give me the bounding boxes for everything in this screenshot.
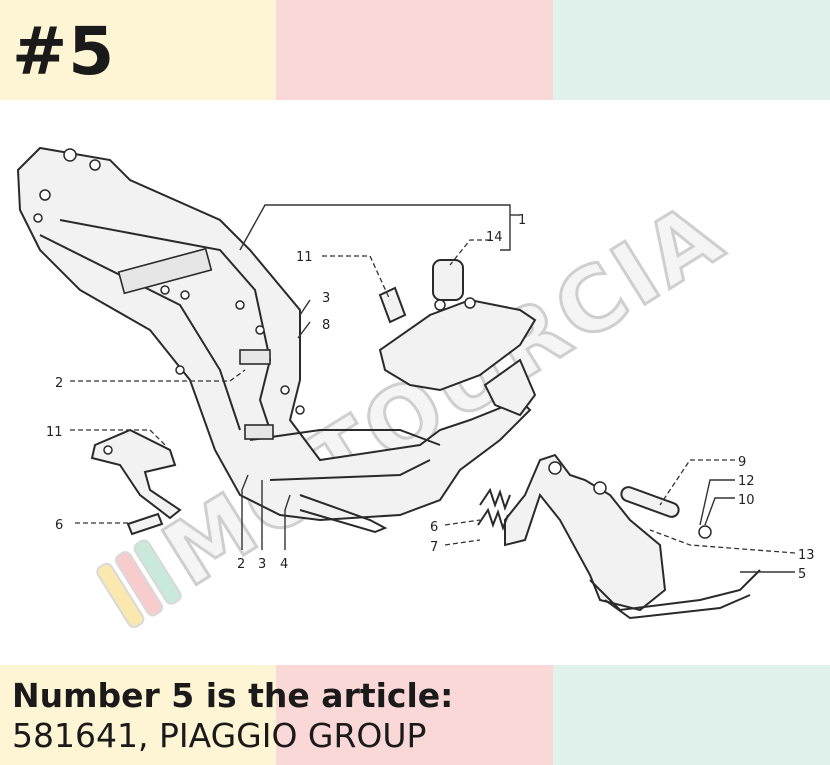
top-color-band (0, 0, 830, 100)
callout-3-top: 3 (322, 291, 330, 306)
callout-9: 9 (738, 455, 746, 470)
callout-12: 12 (738, 474, 755, 489)
band-yellow-bottom (0, 665, 276, 765)
callout-11-left: 11 (46, 425, 63, 440)
band-pink (276, 0, 553, 100)
callout-2-bottom: 2 (237, 557, 245, 572)
callout-7: 7 (430, 540, 438, 555)
callout-13: 13 (798, 548, 815, 563)
rear-engine-bracket (378, 259, 537, 417)
bottom-color-band (0, 665, 830, 765)
callout-8: 8 (322, 318, 330, 333)
band-mint (553, 0, 830, 100)
caption-article-code: 581641, PIAGGIO GROUP (12, 716, 427, 755)
item-number-badge: #5 (12, 13, 116, 90)
screw-6 (126, 512, 164, 536)
callout-6-right: 6 (430, 520, 438, 535)
callout-labels: 1 14 11 3 8 2 11 6 2 3 4 9 12 10 6 7 13 … (46, 213, 815, 582)
scooter-frame (16, 146, 532, 534)
left-footrest-bracket (90, 428, 182, 520)
callout-11-top: 11 (296, 250, 313, 265)
callout-1: 1 (518, 213, 526, 228)
callout-leaders (70, 204, 796, 573)
callout-2-left: 2 (55, 376, 63, 391)
callout-10: 10 (738, 493, 755, 508)
article-caption: Number 5 is the article: 581641, PIAGGIO… (12, 676, 453, 756)
caption-heading: Number 5 is the article: (12, 676, 454, 715)
band-mint-bottom (553, 665, 830, 765)
center-stand (504, 453, 761, 620)
stand-springs (477, 487, 511, 532)
callout-3-bottom: 3 (258, 557, 266, 572)
callout-5: 5 (798, 567, 806, 582)
callout-4: 4 (280, 557, 288, 572)
band-yellow (0, 0, 276, 100)
callout-14: 14 (486, 230, 503, 245)
band-pink-bottom (276, 665, 553, 765)
callout-6-left: 6 (55, 518, 63, 533)
exploded-parts-diagram: MOTOURCIA (16, 146, 815, 629)
